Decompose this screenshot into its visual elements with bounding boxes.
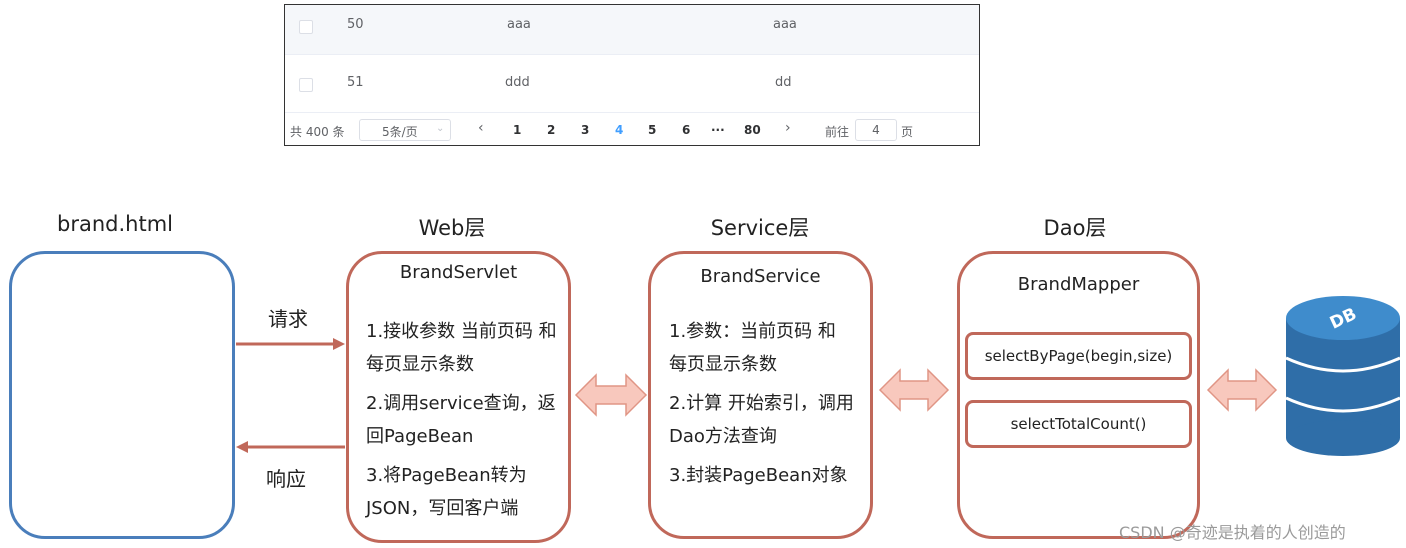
service-step-line: 每页显示条数 (669, 354, 777, 375)
cell-id: 50 (347, 17, 364, 32)
web-layer-title: Web层 (418, 216, 486, 240)
dao-mapper-box: BrandMapper (957, 251, 1200, 539)
request-arrow (236, 338, 345, 350)
web-servlet-box: BrandServlet 1.接收参数 当前页码 和 每页显示条数 2.调用se… (346, 251, 571, 543)
request-label: 请求 (268, 307, 308, 331)
row-checkbox[interactable] (299, 20, 313, 34)
page-5[interactable]: 5 (648, 123, 657, 137)
prev-page-icon[interactable]: ‹ (478, 120, 484, 136)
service-box: BrandService 1.参数：当前页码 和 每页显示条数 2.计算 开始索… (648, 251, 873, 539)
service-title: BrandService (700, 266, 821, 287)
page-2[interactable]: 2 (547, 123, 556, 137)
brand-table: 50 aaa aaa 51 ddd dd 共 400 条 5条/页 ⌄ ‹ 1 … (284, 4, 980, 146)
goto-label: 前往 (825, 125, 850, 139)
cell-company: aaa (773, 17, 797, 32)
cell-company: dd (775, 75, 792, 90)
mapper-title: BrandMapper (1017, 274, 1140, 295)
client-box (9, 251, 235, 539)
page-ellipsis[interactable]: ··· (711, 123, 725, 137)
service-layer-title: Service层 (710, 216, 810, 240)
method-select-by-page: selectByPage(begin,size) (965, 332, 1192, 380)
pagination: 共 400 条 5条/页 ⌄ ‹ 1 2 3 4 5 6 ··· 80 › 前往… (285, 117, 979, 143)
web-step-line: 每页显示条数 (366, 354, 474, 375)
double-arrow-service-dao (878, 368, 950, 412)
servlet-title: BrandServlet (399, 262, 518, 283)
web-step-line: 3.将PageBean转为 (366, 465, 527, 486)
chevron-down-icon: ⌄ (436, 123, 445, 134)
watermark: CSDN @奇迹是执着的人创造的 (1119, 523, 1346, 542)
page-4-active[interactable]: 4 (615, 123, 624, 137)
dao-layer-title: Dao层 (1043, 216, 1107, 240)
service-step-line: 1.参数：当前页码 和 (669, 321, 836, 342)
row-checkbox[interactable] (299, 78, 313, 92)
cell-brand: aaa (507, 17, 531, 32)
client-title: brand.html (57, 212, 173, 236)
cell-brand: ddd (505, 75, 530, 90)
double-arrow-web-service (574, 373, 648, 417)
web-step-line: JSON，写回客户端 (366, 498, 519, 519)
page-3[interactable]: 3 (581, 123, 590, 137)
total-count: 共 400 条 (290, 125, 345, 139)
database-icon: DB (1285, 296, 1401, 456)
response-arrow (236, 441, 345, 453)
goto-page-input[interactable]: 4 (855, 119, 897, 141)
method-select-total-count: selectTotalCount() (965, 400, 1192, 448)
web-step-line: 回PageBean (366, 426, 474, 447)
cell-id: 51 (347, 75, 364, 90)
service-step-line: Dao方法查询 (669, 426, 777, 447)
page-size-value: 5条/页 (382, 125, 418, 139)
service-step-line: 2.计算 开始索引，调用 (669, 393, 854, 414)
web-step-line: 2.调用service查询，返 (366, 393, 556, 414)
goto-suffix: 页 (901, 125, 914, 139)
page-80[interactable]: 80 (744, 123, 761, 137)
next-page-icon[interactable]: › (785, 120, 791, 136)
response-label: 响应 (266, 467, 306, 491)
page-1[interactable]: 1 (513, 123, 522, 137)
table-row[interactable]: 50 aaa aaa (285, 5, 979, 55)
table-row[interactable]: 51 ddd dd (285, 63, 979, 113)
page-size-select[interactable]: 5条/页 ⌄ (359, 119, 451, 141)
page-6[interactable]: 6 (682, 123, 691, 137)
web-step-line: 1.接收参数 当前页码 和 (366, 321, 557, 342)
double-arrow-dao-db (1206, 368, 1278, 412)
service-step-line: 3.封装PageBean对象 (669, 465, 848, 486)
